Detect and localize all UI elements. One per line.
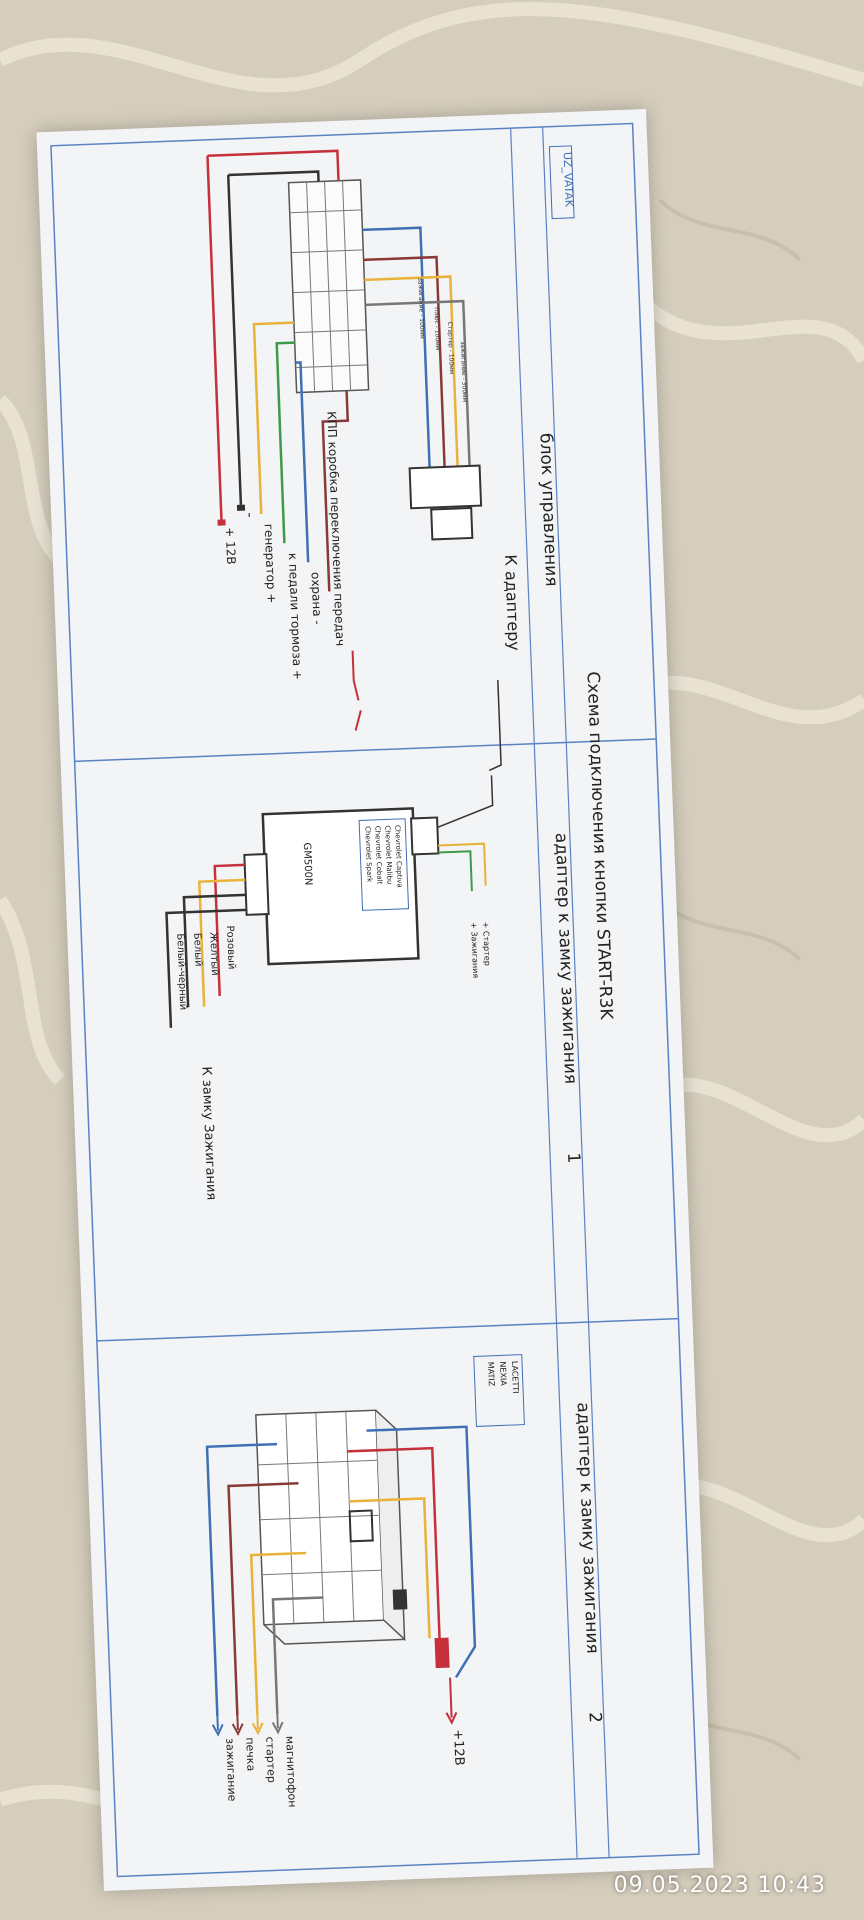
photo-timestamp: 09.05.2023 10:43 bbox=[613, 1873, 826, 1898]
label-plus-12v: + 12В bbox=[223, 527, 238, 565]
gm500n-adapter bbox=[243, 807, 440, 966]
section3-header: адаптер к замку зажигания bbox=[573, 1402, 603, 1654]
label-brake-pedal: к педали тормоза + bbox=[286, 553, 305, 681]
section3-number: 2 bbox=[585, 1712, 605, 1724]
lead-label-ignition-100: зажигание - 100мм bbox=[416, 278, 425, 339]
wire-pink: Розовый bbox=[224, 925, 237, 969]
lead-label-starter-100: Стартер - 100мм bbox=[446, 322, 455, 375]
label-security: охрана - bbox=[309, 572, 325, 625]
adapter-plug bbox=[408, 464, 483, 541]
wire-radio: магнитофон bbox=[283, 1736, 299, 1808]
model-spark: Chevrolet Spark bbox=[363, 826, 373, 883]
wire-white-black: Белый-черный bbox=[174, 933, 188, 1010]
model-lacetti: LACETTI bbox=[510, 1361, 520, 1394]
label-plus-12v-2: +12В bbox=[450, 1729, 466, 1766]
to-adapter-label: К адаптеру bbox=[501, 554, 524, 651]
wire-starter: стартер bbox=[263, 1736, 278, 1783]
out-label-ignition: + Зажигания bbox=[469, 922, 480, 979]
model-malibu: Chevrolet Malibu bbox=[383, 825, 393, 884]
wire-ignition: зажигание bbox=[223, 1738, 238, 1802]
label-minus: - bbox=[241, 512, 257, 518]
lead-label-ignition-300: зажигание - 300мм bbox=[459, 341, 468, 402]
wire-white: Белый bbox=[191, 933, 203, 967]
ignition-lock-connector bbox=[255, 1409, 406, 1645]
section2-number: 1 bbox=[563, 1152, 583, 1164]
model-nexia: NEXIA bbox=[498, 1361, 508, 1386]
out-label-starter: + Стартер bbox=[481, 922, 492, 966]
wire-yellow: Желтый bbox=[207, 932, 220, 976]
lead-label-plus-100: Плюс - 100мм bbox=[432, 307, 441, 350]
model-cobalt: Chevrolet Cobalt bbox=[373, 826, 383, 885]
instruction-sheet: Схема подключения кнопки START-R3K UZ_VA… bbox=[36, 108, 714, 1892]
device-name: GM500N bbox=[301, 842, 314, 885]
to-ignition-lock-label: К замку Зажигания bbox=[198, 1066, 218, 1200]
model-captiva: Chevrolet Captiva bbox=[393, 825, 403, 888]
document-title: Схема подключения кнопки START-R3K bbox=[583, 671, 616, 1021]
control-block-connector bbox=[287, 179, 370, 394]
model-matiz: MATIZ bbox=[486, 1362, 496, 1387]
section1-header: блок управления bbox=[535, 433, 561, 587]
wire-heater: печка bbox=[243, 1737, 257, 1771]
section2-header: адаптер к замку зажигания bbox=[551, 832, 581, 1084]
label-generator: генератор + bbox=[262, 523, 279, 603]
